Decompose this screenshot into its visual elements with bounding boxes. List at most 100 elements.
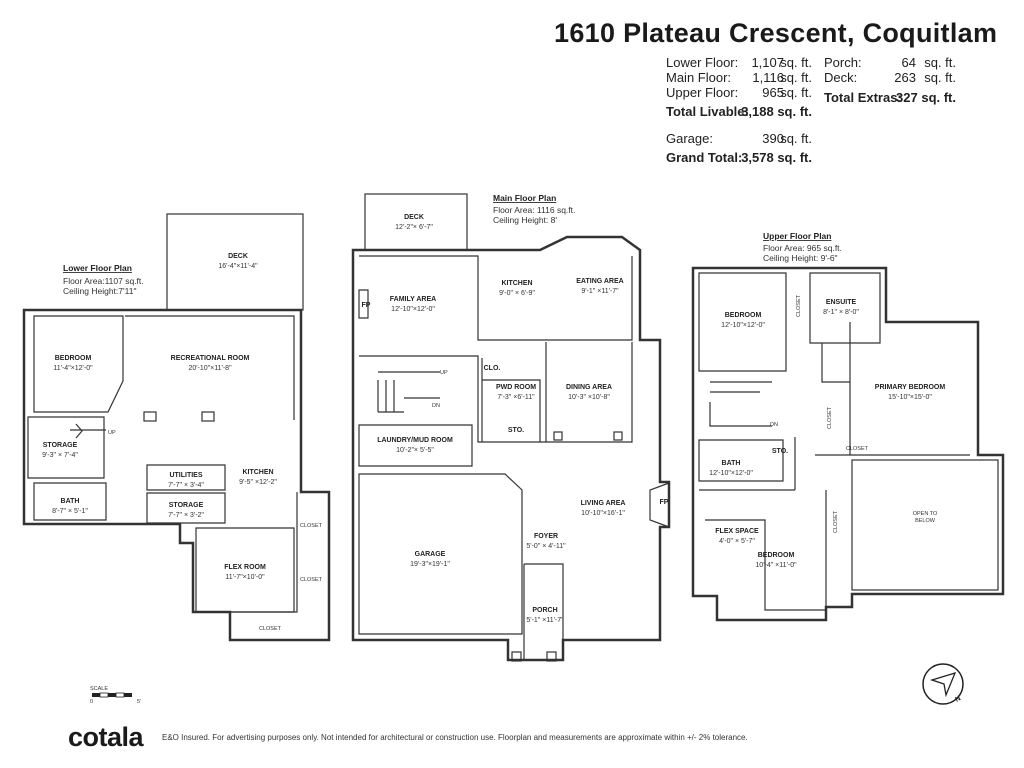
main-stairs xyxy=(377,371,440,413)
property-title: 1610 Plateau Crescent, Coquitlam xyxy=(554,18,998,48)
upper-bedroom1-dim: 12'-10"×12'-0" xyxy=(721,322,765,329)
lower-bath-walls xyxy=(33,482,107,521)
lower-rec-walls xyxy=(125,315,295,420)
lower-kitchen-label: KITCHEN xyxy=(242,469,273,476)
main-dn-label: DN xyxy=(432,403,440,409)
upper-plan-floor-area: Floor Area: 965 sq.ft. xyxy=(763,243,842,253)
main-deck-label: DECK xyxy=(404,214,424,221)
lower-plan-floor-area: Floor Area:1107 sq.ft. xyxy=(63,276,144,286)
upper-closet-h: CLOSET xyxy=(846,446,869,452)
main-porch-walls xyxy=(523,563,564,660)
lower-floor-value: 1,107 xyxy=(751,55,784,70)
main-fireplace-1 xyxy=(358,289,369,319)
main-laundry-dim: 10'-2"× 5'-5" xyxy=(396,447,434,454)
garage-value: 390 xyxy=(762,131,784,146)
total-livable-label: Total Livable: xyxy=(666,104,749,119)
lower-floor-label: Lower Floor: xyxy=(666,55,739,70)
upper-closet-v2: CLOSET xyxy=(827,406,833,429)
main-deck-dim: 12'-2"× 6'-7" xyxy=(395,224,433,231)
lower-utility-walls xyxy=(146,464,226,524)
upper-flex-dim: 4'-0" × 5'-7" xyxy=(719,538,755,545)
scale-zero: 0 xyxy=(90,699,93,705)
upper-dn-label: DN xyxy=(770,422,778,428)
scale-five: 5' xyxy=(137,699,141,705)
total-extras-label: Total Extras: xyxy=(824,90,902,105)
brand-logo: cotala xyxy=(68,722,144,752)
deck-label: Deck: xyxy=(824,70,858,85)
main-column-3 xyxy=(511,651,522,662)
lower-deck-dim: 16'-4"×11'-4" xyxy=(218,263,258,270)
main-laundry-label: LAUNDRY/MUD ROOM xyxy=(377,437,453,444)
upper-bath-label: BATH xyxy=(722,460,741,467)
main-garage-dim: 19'-3"×19'-1" xyxy=(410,561,450,568)
main-family-dim: 12'-10"×12'-0" xyxy=(391,306,435,313)
main-floor-value: 1,116 xyxy=(752,70,784,85)
upper-ensuite-walls xyxy=(809,272,881,344)
lower-closet-2: CLOSET xyxy=(300,577,323,583)
upper-floor-label: Upper Floor: xyxy=(666,85,739,100)
main-porch-label: PORCH xyxy=(532,607,557,614)
main-eating-dim: 9'-1" ×11'-7" xyxy=(581,288,619,295)
porch-label: Porch: xyxy=(824,55,862,70)
upper-closet-v1: CLOSET xyxy=(796,294,802,317)
main-fp1-label: FP xyxy=(362,302,371,309)
main-kitchen-label: KITCHEN xyxy=(501,280,532,287)
main-laundry-walls xyxy=(358,424,473,467)
lower-rec-label: RECREATIONAL ROOM xyxy=(171,355,250,362)
area-summary: Lower Floor: 1,107 sq. ft. Main Floor: 1… xyxy=(666,55,966,170)
scale-bar: SCALE 0 5' xyxy=(90,686,141,705)
compass-north: N xyxy=(954,695,962,704)
main-garage-walls xyxy=(358,473,523,635)
main-dining-label: DINING AREA xyxy=(566,384,612,391)
lower-floor-plan: Lower Floor Plan Floor Area:1107 sq.ft. … xyxy=(22,213,331,642)
main-floor-label: Main Floor: xyxy=(666,70,732,85)
lower-storage2-dim: 7'-7" × 3'-2" xyxy=(168,512,204,519)
total-livable-value: 3,188 sq. ft. xyxy=(741,104,812,119)
upper-primary-label: PRIMARY BEDROOM xyxy=(875,384,946,391)
main-foyer-dim: 5'-0" × 4'-11" xyxy=(526,543,566,550)
upper-bedroom1-label: BEDROOM xyxy=(725,312,762,319)
main-dining-walls xyxy=(545,342,633,443)
main-column-1 xyxy=(553,431,563,441)
lower-closet-walls xyxy=(230,492,298,613)
upper-bath-dim: 12'-10"×12'-0" xyxy=(709,470,753,477)
main-deck-outline xyxy=(364,193,468,251)
lower-flex-dim: 11'-7"×10'-0" xyxy=(225,574,265,581)
upper-sto-label: STO. xyxy=(772,448,788,455)
garage-label: Garage: xyxy=(666,131,713,146)
upper-hall-walls xyxy=(699,437,796,491)
lower-kitchen-dim: 9'-5" ×12'-2" xyxy=(239,479,277,486)
main-mid-walls xyxy=(359,355,546,443)
upper-open-to-below-1: OPEN TO xyxy=(913,511,938,517)
upper-exterior-walls xyxy=(691,266,1005,622)
upper-bedroom2-walls xyxy=(705,490,827,611)
upper-primary-dim: 15'-10"×15'-0" xyxy=(888,394,932,401)
main-exterior-walls xyxy=(351,235,671,662)
porch-value: 64 xyxy=(901,55,916,70)
lower-utilities-dim: 7'-7" × 3'-4" xyxy=(168,482,204,489)
lower-bedroom-label: BEDROOM xyxy=(55,355,92,362)
lower-utilities-label: UTILITIES xyxy=(169,472,202,479)
main-plan-heading: Main Floor Plan xyxy=(493,193,556,203)
compass-icon: N xyxy=(922,663,964,705)
main-fp2-label: FP xyxy=(660,499,669,506)
upper-bedroom2-label: BEDROOM xyxy=(758,552,795,559)
lower-column-2 xyxy=(201,411,215,422)
upper-floor-unit: sq. ft. xyxy=(780,85,812,100)
upper-open-area xyxy=(851,459,999,591)
upper-primary-walls xyxy=(815,322,970,456)
lower-plan-ceiling: Ceiling Height:7'11" xyxy=(63,286,136,296)
upper-plan-ceiling: Ceiling Height: 9'-6" xyxy=(763,253,838,263)
main-floor-unit: sq. ft. xyxy=(780,70,812,85)
lower-closet-1: CLOSET xyxy=(300,523,323,529)
main-dining-dim: 10'-3" ×10'-8" xyxy=(568,394,610,401)
main-pwd-walls xyxy=(481,358,541,442)
main-up-label: UP xyxy=(440,370,448,376)
lower-up-label: UP xyxy=(108,430,116,436)
main-living-label: LIVING AREA xyxy=(581,500,626,507)
lower-floor-unit: sq. ft. xyxy=(780,55,812,70)
main-sto-label: STO. xyxy=(508,427,524,434)
main-floor-plan: Main Floor Plan Floor Area: 1116 sq.ft. … xyxy=(351,193,671,662)
lower-bedroom-walls xyxy=(33,315,124,413)
